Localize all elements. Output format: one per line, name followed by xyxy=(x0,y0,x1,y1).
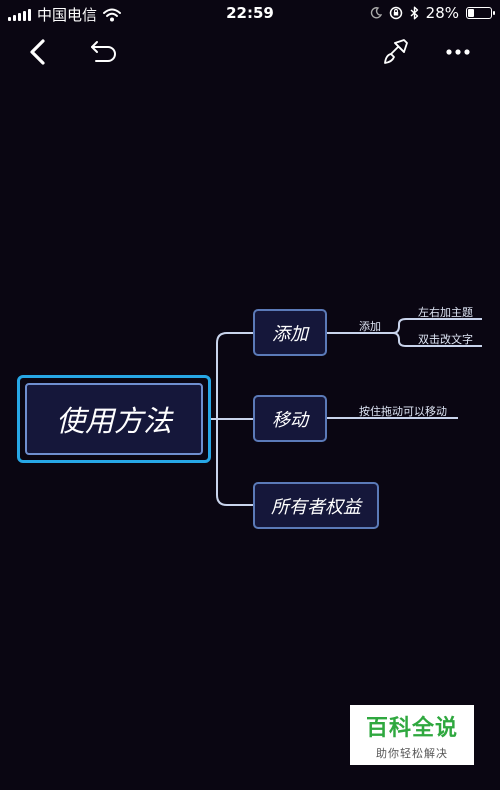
root-node[interactable]: 使用方法 xyxy=(17,375,211,463)
signal-icon xyxy=(8,8,31,21)
bluetooth-icon xyxy=(410,6,418,20)
moon-icon xyxy=(370,7,382,19)
watermark-slogan: 助你轻松解决 xyxy=(376,746,448,760)
root-node-label: 使用方法 xyxy=(25,383,203,455)
watermark-brand: 百科全说 xyxy=(365,715,458,741)
subtopic-add[interactable]: 添加 xyxy=(359,320,381,333)
status-left: 中国电信 xyxy=(8,4,122,25)
more-icon xyxy=(446,49,470,55)
style-button[interactable] xyxy=(376,32,416,72)
wifi-icon xyxy=(103,8,122,21)
rotation-lock-icon xyxy=(389,6,402,20)
branch-node-move[interactable]: 移动 xyxy=(253,395,327,442)
connector-leaf-2 xyxy=(392,332,482,347)
branch-node-owner-equity[interactable]: 所有者权益 xyxy=(253,482,379,529)
battery-percent: 28% xyxy=(425,4,459,22)
undo-button[interactable] xyxy=(84,32,124,72)
back-button[interactable] xyxy=(18,32,58,72)
undo-icon xyxy=(91,41,116,62)
more-button[interactable] xyxy=(438,32,478,72)
carrier-label: 中国电信 xyxy=(37,6,98,24)
watermark-logo: 百科全说 助你轻松解决 xyxy=(350,705,474,765)
battery-icon xyxy=(466,7,495,19)
clock: 22:59 xyxy=(226,4,274,22)
leaf-edit-text[interactable]: 双击改文字 xyxy=(418,333,473,346)
subtopic-move[interactable]: 按住拖动可以移动 xyxy=(359,405,447,418)
status-right: 28% xyxy=(370,4,495,22)
status-bar: 中国电信 22:59 28% xyxy=(0,0,500,26)
leaf-add-topic[interactable]: 左右加主题 xyxy=(418,306,473,319)
connector-leaf-1 xyxy=(392,318,482,334)
chevron-left-icon xyxy=(30,39,45,65)
battery-fill xyxy=(468,9,474,17)
branch-node-add[interactable]: 添加 xyxy=(253,309,327,356)
paint-brush-icon xyxy=(384,39,408,64)
